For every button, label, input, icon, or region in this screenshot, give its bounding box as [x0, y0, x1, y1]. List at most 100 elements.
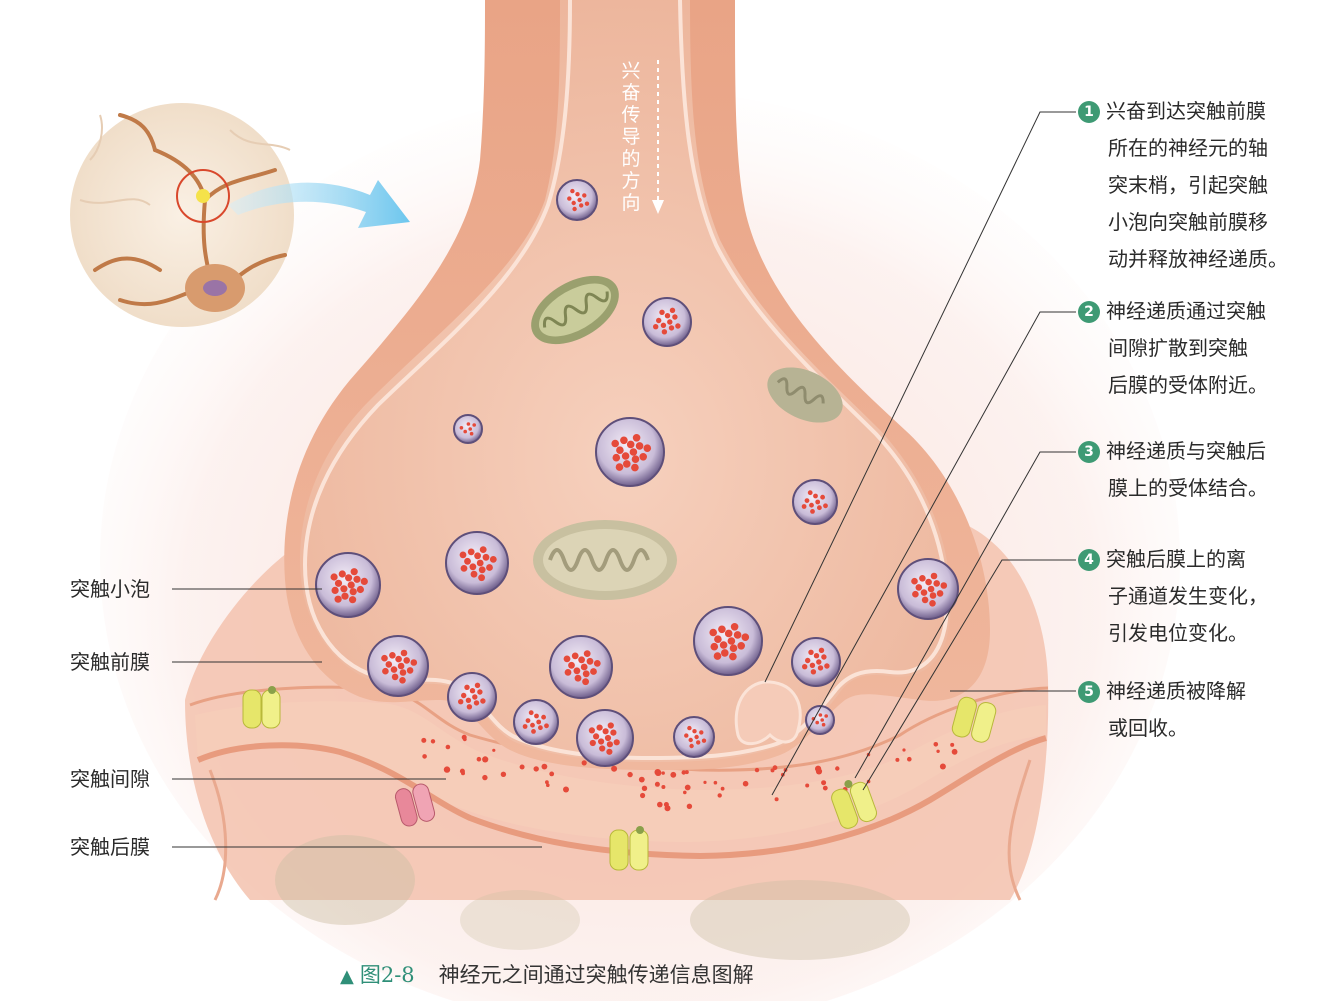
neurotransmitter-dot	[683, 791, 687, 795]
synaptic-vesicle	[514, 700, 558, 744]
neurotransmitter-dot	[755, 768, 759, 772]
neurotransmitter-dot	[549, 772, 554, 777]
neurotransmitter-dot	[534, 766, 539, 771]
neuron-inset	[70, 103, 294, 327]
neurotransmitter-dot	[665, 805, 671, 811]
neurotransmitter-dot	[422, 754, 427, 759]
note-5-number: 5	[1078, 681, 1100, 703]
note-2-line-3: 后膜的受体附近。	[1078, 367, 1328, 404]
synaptic-vesicle	[674, 717, 714, 757]
neurotransmitter-dot	[718, 793, 722, 797]
neurotransmitter-dot	[627, 772, 632, 777]
neurotransmitter-dot	[492, 749, 495, 752]
neurotransmitter-dot	[463, 737, 467, 741]
note-1-line-4: 小泡向突触前膜移	[1078, 204, 1328, 241]
note-1-line-1: 兴奋到达突触前膜	[1106, 99, 1266, 123]
neurotransmitter-dot	[655, 769, 661, 775]
figure-caption: ▲ 图2-8 神经元之间通过突触传递信息图解	[340, 961, 754, 991]
note-1-line-3: 突末梢，引起突触	[1078, 167, 1328, 204]
neurotransmitter-dot	[639, 777, 645, 783]
neurotransmitter-dot	[950, 743, 954, 747]
synaptic-vesicle	[694, 607, 762, 675]
neurotransmitter-dot	[661, 785, 665, 789]
note-4-line-2: 子通道发生变化，	[1078, 578, 1328, 615]
neurotransmitter-dot	[655, 782, 660, 787]
synaptic-vesicle	[454, 415, 482, 443]
neurotransmitter-dot	[670, 772, 676, 778]
caption-figure-number: 图2-8	[360, 963, 415, 987]
note-5: 5 神经递质被降解 或回收。	[1078, 673, 1328, 747]
synaptic-vesicle	[793, 480, 837, 524]
neurotransmitter-dot	[682, 770, 686, 774]
label-presynaptic-membrane: 突触前膜	[70, 650, 150, 674]
neurotransmitter-dot	[482, 756, 488, 762]
note-3-line-2: 膜上的受体结合。	[1078, 470, 1328, 507]
mitochondrion-faded-3	[460, 890, 580, 950]
note-4: 4 突触后膜上的离 子通道发生变化， 引发电位变化。	[1078, 541, 1328, 652]
synaptic-vesicle	[643, 298, 691, 346]
direction-label: 兴奋传导的方向	[619, 60, 643, 214]
neurotransmitter-dot	[821, 780, 826, 785]
label-postsynaptic-membrane: 突触后膜	[70, 835, 150, 859]
synaptic-vesicle	[806, 706, 834, 734]
neurotransmitter-dot	[936, 750, 939, 753]
neurotransmitter-dot	[520, 765, 525, 770]
caption-title: 神经元之间通过突触传递信息图解	[439, 963, 754, 987]
mitochondrion-faded-2	[690, 880, 910, 960]
note-1-number: 1	[1078, 101, 1100, 123]
neurotransmitter-dot	[771, 768, 775, 772]
note-4-number: 4	[1078, 549, 1100, 571]
neurotransmitter-dot	[805, 784, 809, 788]
synaptic-vesicle	[446, 532, 508, 594]
neurotransmitter-dot	[687, 804, 692, 809]
synaptic-vesicle	[557, 180, 597, 220]
note-4-line-1: 突触后膜上的离	[1106, 547, 1246, 571]
neurotransmitter-dot	[703, 781, 706, 784]
note-4-line-3: 引发电位变化。	[1078, 615, 1328, 652]
exocytosis-vesicle	[736, 682, 800, 744]
note-3-line-1: 神经递质与突触后	[1106, 439, 1266, 463]
caption-triangle-icon: ▲	[340, 966, 354, 987]
synaptic-vesicle	[448, 673, 496, 721]
synaptic-vesicle	[316, 553, 380, 617]
neurotransmitter-dot	[563, 787, 569, 793]
neurotransmitter-dot	[685, 785, 691, 791]
neurotransmitter-dot	[657, 802, 663, 808]
synaptic-vesicle	[596, 418, 664, 486]
synaptic-vesicle	[368, 636, 428, 696]
neurotransmitter-dot	[934, 742, 939, 747]
neurotransmitter-dot	[823, 786, 828, 791]
note-2: 2 神经递质通过突触 间隙扩散到突触 后膜的受体附近。	[1078, 293, 1328, 404]
neurotransmitter-dot	[421, 738, 426, 743]
neurotransmitter-dot	[477, 757, 482, 762]
neurotransmitter-dot	[431, 739, 435, 743]
neurotransmitter-dot	[582, 760, 587, 765]
neurotransmitter-dot	[542, 764, 548, 770]
neurotransmitter-dot	[743, 781, 749, 787]
neurotransmitter-dot	[546, 783, 550, 787]
synaptic-vesicle	[550, 636, 612, 698]
synaptic-vesicle	[792, 638, 840, 686]
synaptic-vesicle	[577, 710, 633, 766]
note-2-line-2: 间隙扩散到突触	[1078, 330, 1328, 367]
neurotransmitter-dot	[835, 766, 839, 770]
note-5-line-2: 或回收。	[1078, 710, 1328, 747]
mitochondrion-3	[533, 520, 677, 600]
synaptic-vesicle	[898, 559, 958, 619]
note-2-number: 2	[1078, 301, 1100, 323]
note-1-line-5: 动并释放神经递质。	[1078, 241, 1328, 278]
neurotransmitter-dot	[902, 748, 905, 751]
neurotransmitter-dot	[940, 764, 946, 770]
neurotransmitter-dot	[662, 771, 665, 774]
neurotransmitter-dot	[816, 768, 822, 774]
neurotransmitter-dot	[482, 775, 487, 780]
note-2-line-1: 神经递质通过突触	[1106, 299, 1266, 323]
neurotransmitter-dot	[642, 786, 647, 791]
mitochondrion-faded-1	[275, 835, 415, 925]
neurotransmitter-dot	[611, 766, 617, 772]
label-synaptic-vesicle: 突触小泡	[70, 577, 150, 601]
note-3-number: 3	[1078, 441, 1100, 463]
neurotransmitter-dot	[953, 751, 957, 755]
note-5-line-1: 神经递质被降解	[1106, 679, 1246, 703]
